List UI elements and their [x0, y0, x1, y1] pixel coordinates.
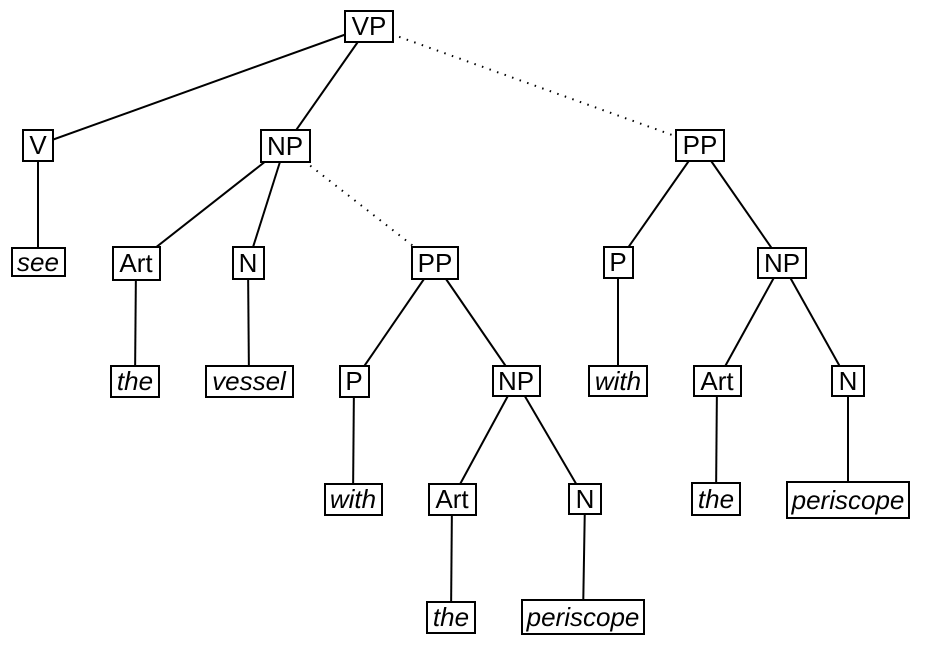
- tree-edge-np1-art1: [135, 145, 286, 264]
- tree-node-art2: Art: [427, 482, 477, 516]
- tree-node-the3: the: [691, 482, 741, 516]
- tree-node-art1: Art: [111, 245, 161, 281]
- tree-node-periscope2: periscope: [521, 599, 645, 635]
- tree-edge-np2-art2: [451, 380, 517, 500]
- tree-node-np1: NP: [259, 129, 311, 163]
- tree-edge-pp1-np2: [434, 262, 517, 382]
- tree-node-pp2: PP: [675, 128, 725, 162]
- tree-node-with1: with: [323, 482, 383, 516]
- tree-node-vessel: vessel: [204, 364, 294, 398]
- tree-node-v: V: [22, 128, 54, 162]
- tree-node-n1: N: [231, 246, 265, 280]
- tree-edge-pp2-p2: [617, 144, 701, 263]
- tree-node-n3: N: [831, 365, 865, 397]
- tree-edge-art1-the1: [134, 262, 137, 382]
- tree-node-np2: NP: [491, 365, 541, 397]
- tree-edge-art2-the2: [450, 498, 453, 618]
- tree-edge-n1-vessel: [247, 262, 250, 382]
- tree-edge-art3-the3: [715, 380, 718, 500]
- tree-node-the2: the: [426, 600, 476, 634]
- tree-edge-np2-n2: [515, 380, 586, 500]
- tree-node-the1: the: [110, 364, 160, 398]
- tree-node-np3: NP: [757, 247, 807, 279]
- tree-edge-np3-art3: [716, 262, 783, 382]
- tree-node-art3: Art: [692, 365, 742, 397]
- tree-node-p2: P: [602, 245, 634, 279]
- tree-edge-vp-pp2: [368, 25, 701, 146]
- tree-edge-pp1-p1: [353, 262, 436, 382]
- tree-edge-vp-np1: [284, 25, 370, 147]
- tree-node-pp1: PP: [411, 246, 459, 280]
- tree-edge-np1-n1: [247, 145, 286, 264]
- tree-node-see: see: [10, 247, 66, 277]
- tree-edge-n2-periscope2: [582, 498, 586, 618]
- tree-node-n2: N: [568, 483, 602, 515]
- tree-node-p1: P: [338, 364, 370, 398]
- tree-edge-vp-v: [37, 25, 370, 146]
- tree-edge-np3-n3: [781, 262, 849, 382]
- tree-node-vp: VP: [344, 9, 394, 43]
- tree-edge-p1-with1: [352, 380, 355, 500]
- tree-edge-pp2-np3: [699, 144, 783, 264]
- tree-node-with2: with: [588, 365, 648, 397]
- tree-node-periscope3: periscope: [786, 481, 910, 519]
